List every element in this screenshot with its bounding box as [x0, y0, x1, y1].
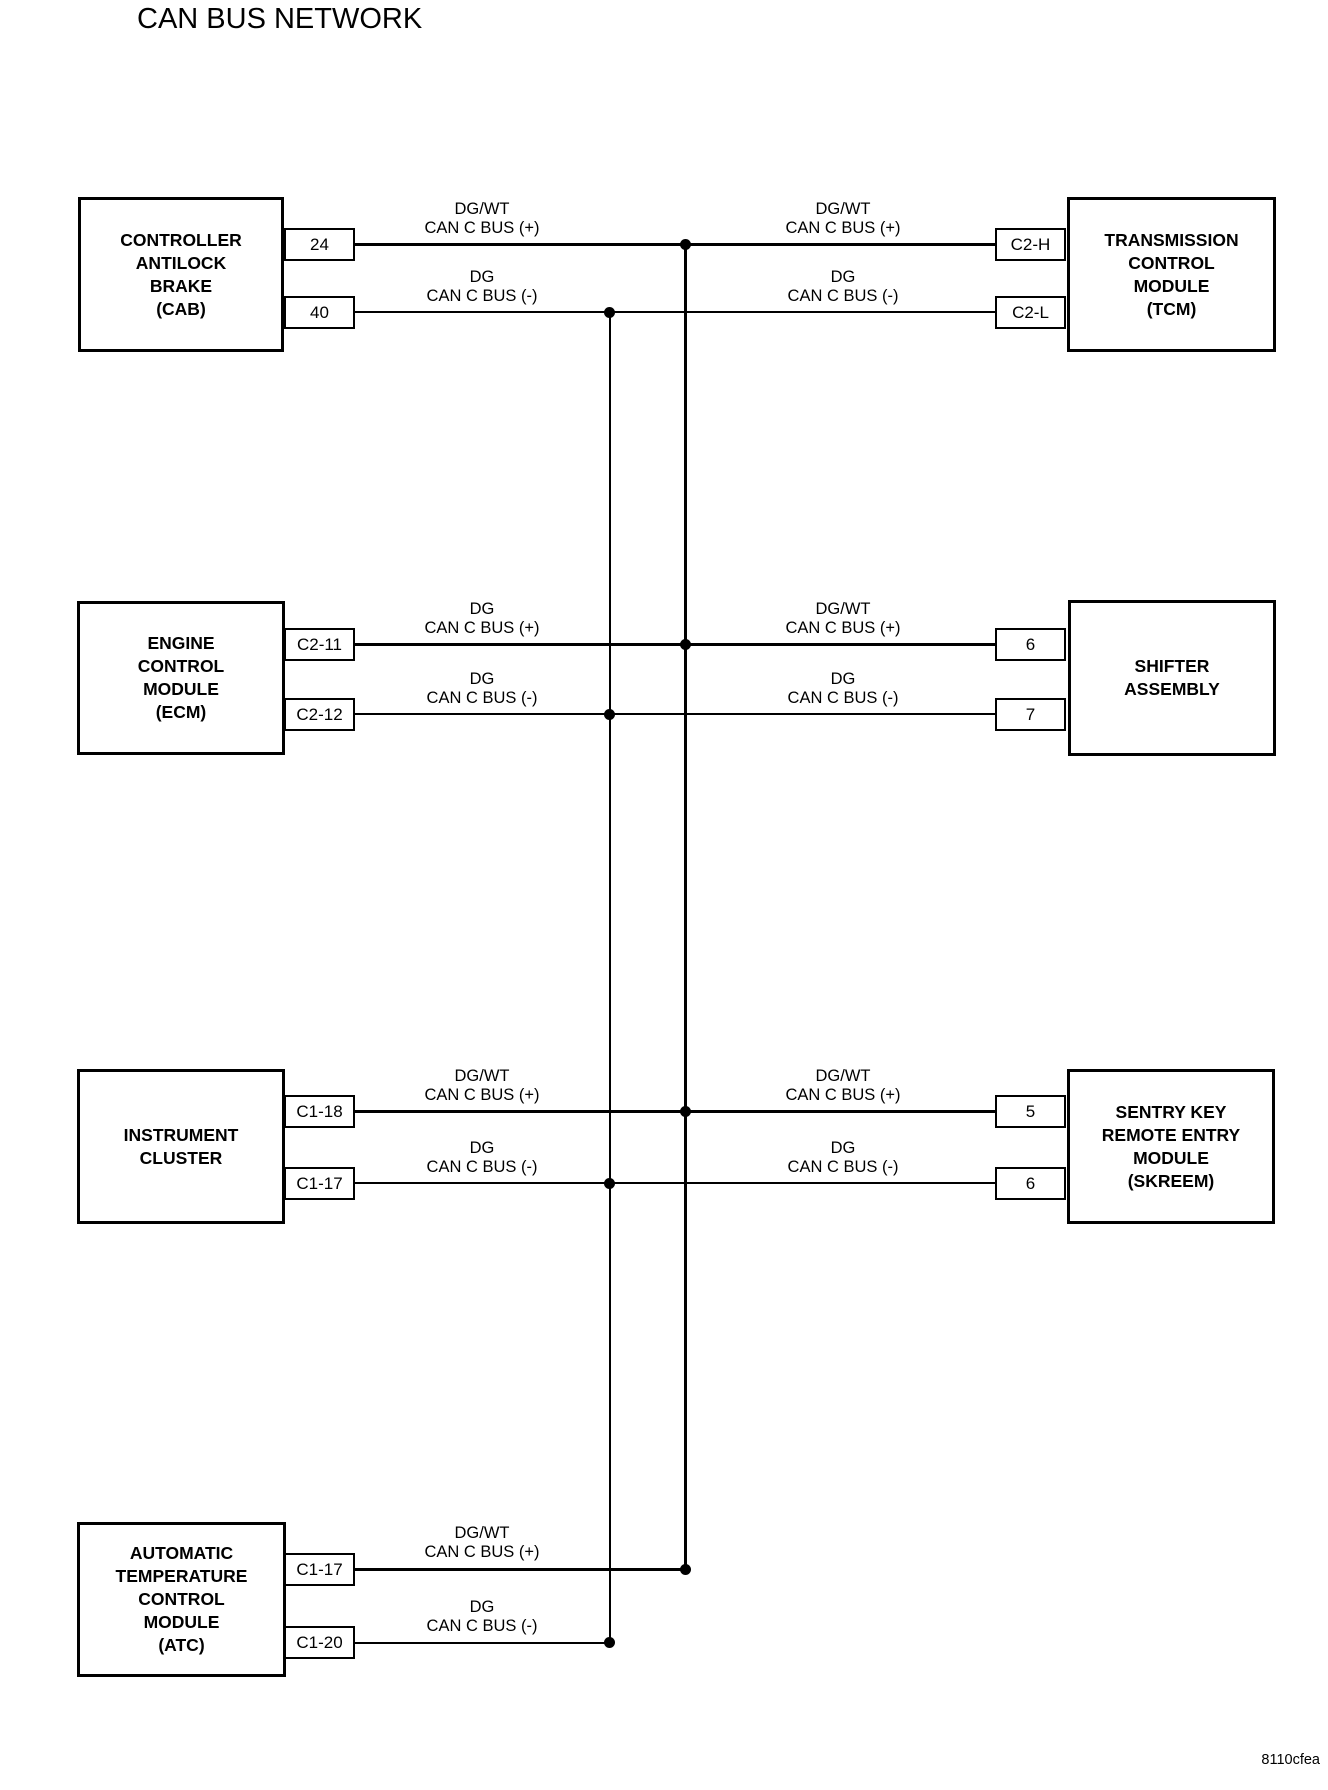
wire-row4-can-minus: [355, 1642, 611, 1644]
module-label: SHIFTER ASSEMBLY: [1124, 656, 1220, 699]
wire-label-row1-left-plus: DG/WT CAN C BUS (+): [424, 200, 540, 237]
wire-label-row4-left-minus: DG CAN C BUS (-): [426, 1598, 538, 1635]
wire-row3-can-plus: [355, 1110, 995, 1113]
wire-row2-can-plus: [355, 643, 995, 646]
pin-cab-40: 40: [284, 296, 355, 329]
pin-cluster-c1-18: C1-18: [284, 1095, 355, 1128]
junction-dot-row3-plus: [680, 1106, 691, 1117]
wire-label-row3-right-minus: DG CAN C BUS (-): [787, 1139, 899, 1176]
bus-can-plus: [684, 243, 687, 1571]
wire-label-row2-left-minus: DG CAN C BUS (-): [426, 670, 538, 707]
wire-row1-can-minus: [355, 311, 995, 313]
wire-row3-can-minus: [355, 1182, 995, 1184]
wire-label-row3-left-minus: DG CAN C BUS (-): [426, 1139, 538, 1176]
module-label: TRANSMISSION CONTROL MODULE (TCM): [1104, 229, 1239, 319]
module-engine-control: ENGINE CONTROL MODULE (ECM): [77, 601, 285, 755]
module-shifter-assembly: SHIFTER ASSEMBLY: [1068, 600, 1276, 756]
junction-dot-row1-minus: [604, 307, 615, 318]
module-instrument-cluster: INSTRUMENT CLUSTER: [77, 1069, 285, 1224]
module-label: ENGINE CONTROL MODULE (ECM): [137, 633, 225, 722]
junction-dot-row1-plus: [680, 239, 691, 250]
module-label: SENTRY KEY REMOTE ENTRY MODULE (SKREEM): [1101, 1101, 1241, 1191]
wire-label-row3-right-plus: DG/WT CAN C BUS (+): [785, 1067, 901, 1104]
pin-atc-c1-20: C1-20: [284, 1626, 355, 1659]
wire-row1-can-plus: [355, 243, 995, 246]
module-transmission-control: TRANSMISSION CONTROL MODULE (TCM): [1067, 197, 1276, 352]
wire-label-row4-left-plus: DG/WT CAN C BUS (+): [424, 1524, 540, 1561]
pin-cluster-c1-17: C1-17: [284, 1167, 355, 1200]
wire-label-row2-left-plus: DG CAN C BUS (+): [424, 600, 540, 637]
diagram-title: CAN BUS NETWORK: [137, 3, 423, 35]
module-sentry-key-remote-entry: SENTRY KEY REMOTE ENTRY MODULE (SKREEM): [1067, 1069, 1275, 1224]
module-label: AUTOMATIC TEMPERATURE CONTROL MODULE (AT…: [115, 1543, 248, 1655]
bus-can-minus: [609, 311, 611, 1644]
module-controller-antilock-brake: CONTROLLER ANTILOCK BRAKE (CAB): [78, 197, 284, 352]
pin-ecm-c2-11: C2-11: [284, 628, 355, 661]
junction-dot-row4-minus: [604, 1637, 615, 1648]
junction-dot-row2-plus: [680, 639, 691, 650]
wire-label-row1-right-minus: DG CAN C BUS (-): [787, 268, 899, 305]
junction-dot-row4-plus: [680, 1564, 691, 1575]
pin-shifter-6: 6: [995, 628, 1066, 661]
pin-skreem-6: 6: [995, 1167, 1066, 1200]
wire-label-row2-right-plus: DG/WT CAN C BUS (+): [785, 600, 901, 637]
pin-shifter-7: 7: [995, 698, 1066, 731]
module-label: INSTRUMENT CLUSTER: [123, 1124, 239, 1168]
wire-label-row3-left-plus: DG/WT CAN C BUS (+): [424, 1067, 540, 1104]
diagram-reference-code: 8110cfea: [1261, 1752, 1320, 1768]
pin-ecm-c2-12: C2-12: [284, 698, 355, 731]
pin-tcm-c2-l: C2-L: [995, 296, 1066, 329]
junction-dot-row2-minus: [604, 709, 615, 720]
wire-label-row1-left-minus: DG CAN C BUS (-): [426, 268, 538, 305]
module-automatic-temperature-control: AUTOMATIC TEMPERATURE CONTROL MODULE (AT…: [77, 1522, 286, 1677]
wire-row4-can-plus: [355, 1568, 688, 1571]
wire-label-row1-right-plus: DG/WT CAN C BUS (+): [785, 200, 901, 237]
wire-label-row2-right-minus: DG CAN C BUS (-): [787, 670, 899, 707]
pin-cab-24: 24: [284, 228, 355, 261]
wire-row2-can-minus: [355, 713, 995, 715]
pin-tcm-c2-h: C2-H: [995, 228, 1066, 261]
module-label: CONTROLLER ANTILOCK BRAKE (CAB): [120, 229, 242, 319]
junction-dot-row3-minus: [604, 1178, 615, 1189]
pin-atc-c1-17: C1-17: [284, 1553, 355, 1586]
pin-skreem-5: 5: [995, 1095, 1066, 1128]
